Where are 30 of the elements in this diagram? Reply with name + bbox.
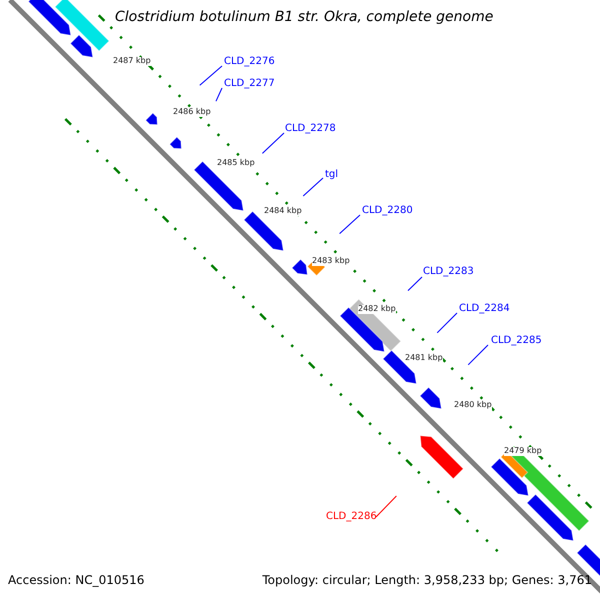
leader-line xyxy=(302,178,324,196)
position-label: 2480 kbp xyxy=(454,401,492,410)
position-label: 2481 kbp xyxy=(405,354,443,363)
position-label: 2483 kbp xyxy=(312,257,350,266)
gene-label: CLD_2283 xyxy=(423,266,474,277)
position-label: 2484 kbp xyxy=(264,207,302,216)
position-label: 2479 kbp xyxy=(504,447,542,456)
leader-line xyxy=(436,312,458,334)
position-label: 2482 kbp xyxy=(358,305,396,314)
leader-line xyxy=(262,132,284,154)
leader-line xyxy=(199,66,222,86)
gene-label: tgl xyxy=(325,169,338,180)
topology-text: Topology: circular; Length: 3,958,233 bp; Genes: 3,761 xyxy=(262,574,592,588)
leader-line xyxy=(376,496,397,518)
position-label: 2487 kbp xyxy=(113,57,151,66)
accession-text: Accession: NC_010516 xyxy=(8,574,144,588)
gene-label: CLD_2286 xyxy=(326,511,377,522)
gene-label: CLD_2280 xyxy=(362,205,413,216)
leader-line xyxy=(468,344,488,366)
genome-title: Clostridium botulinum B1 str. Okra, complete genome xyxy=(115,10,494,26)
gene-label: CLD_2284 xyxy=(459,303,510,314)
leader-line xyxy=(408,276,422,292)
gene-label: CLD_2278 xyxy=(285,123,336,134)
gene-label: CLD_2276 xyxy=(224,56,275,67)
gene-label: CLD_2285 xyxy=(491,335,542,346)
position-label: 2485 kbp xyxy=(217,159,255,168)
position-label: 2486 kbp xyxy=(173,108,211,117)
leader-line xyxy=(339,214,360,234)
leader-line xyxy=(216,88,222,102)
gene-label: CLD_2277 xyxy=(224,78,275,89)
